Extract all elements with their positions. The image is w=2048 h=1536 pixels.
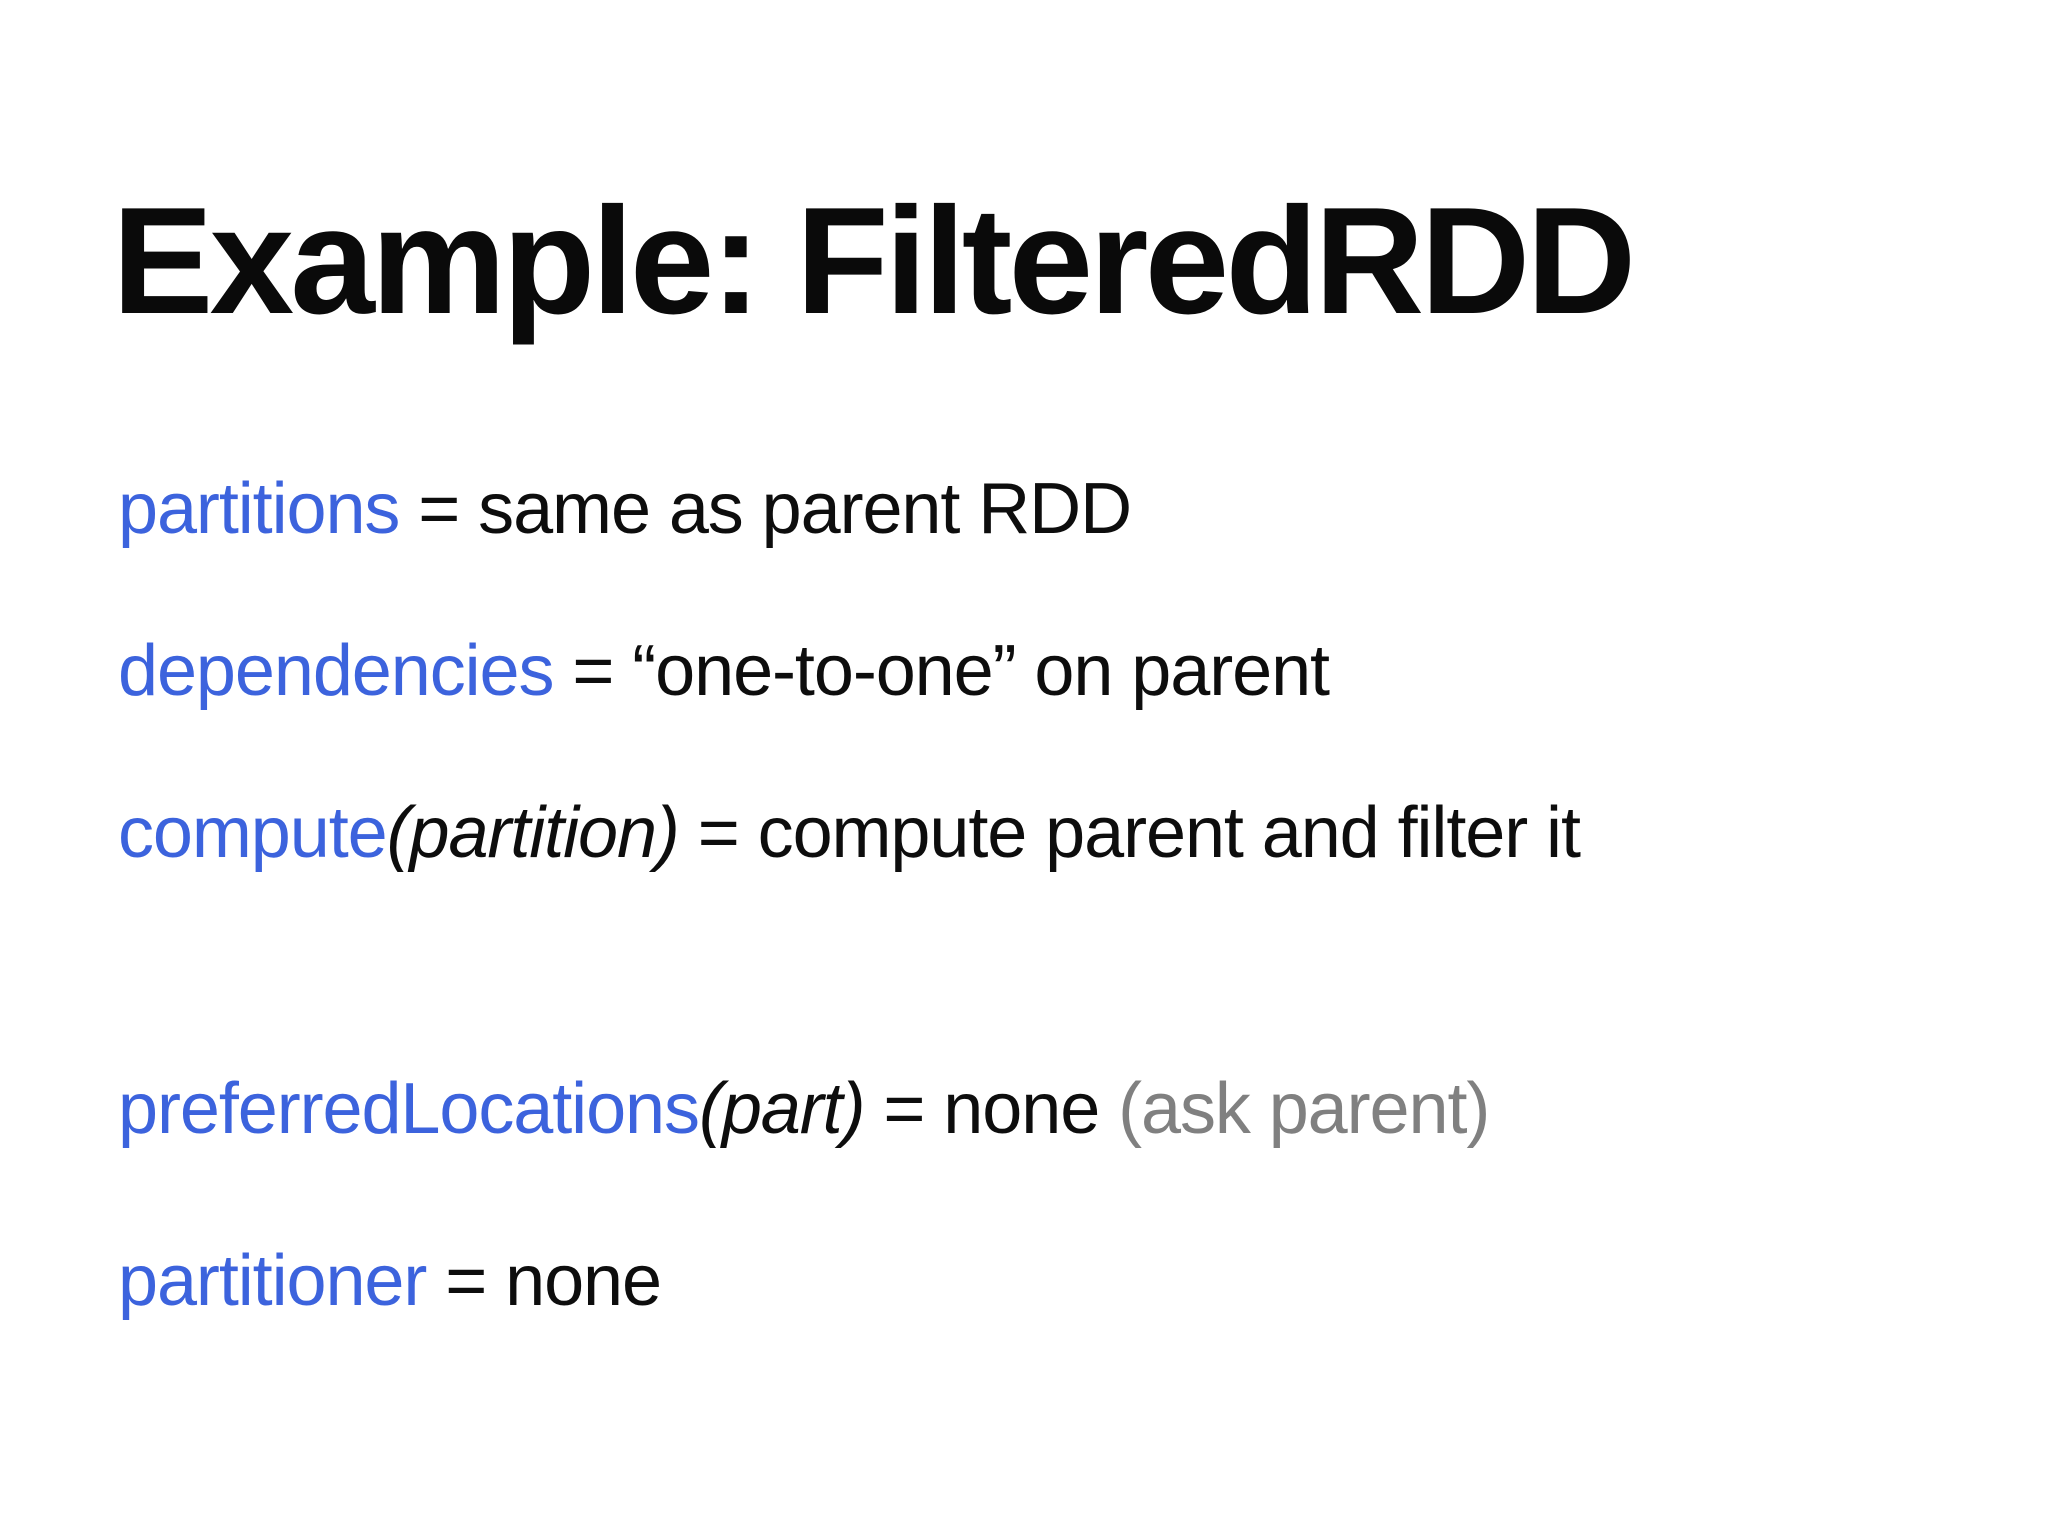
keyword-preferredlocations: preferredLocations xyxy=(118,1069,700,1149)
slide-title: Example: FilteredRDD xyxy=(112,176,1636,346)
definition-line-partitions: partitions = same as parent RDD xyxy=(118,468,1132,551)
keyword-partitioner: partitioner xyxy=(118,1241,427,1321)
definition-text: = none xyxy=(864,1069,1119,1149)
keyword-dependencies: dependencies xyxy=(118,631,555,711)
parameter-part: (part) xyxy=(698,1069,866,1149)
parameter-partition: (partition) xyxy=(386,793,680,873)
definition-text: = same as parent RDD xyxy=(399,469,1132,549)
definition-text: = compute parent and filter it xyxy=(678,793,1581,873)
definition-text: = none xyxy=(426,1241,662,1321)
aside-ask-parent: (ask parent) xyxy=(1118,1069,1490,1149)
definition-line-partitioner: partitioner = none xyxy=(118,1240,662,1323)
keyword-partitions: partitions xyxy=(118,469,400,549)
definition-line-preferredlocations: preferredLocations(part) = none (ask par… xyxy=(118,1068,1490,1151)
definition-line-dependencies: dependencies = “one-to-one” on parent xyxy=(118,630,1330,713)
definition-text: = “one-to-one” on parent xyxy=(553,631,1330,711)
definition-line-compute: compute(partition) = compute parent and … xyxy=(118,792,1581,875)
keyword-compute: compute xyxy=(118,793,388,873)
